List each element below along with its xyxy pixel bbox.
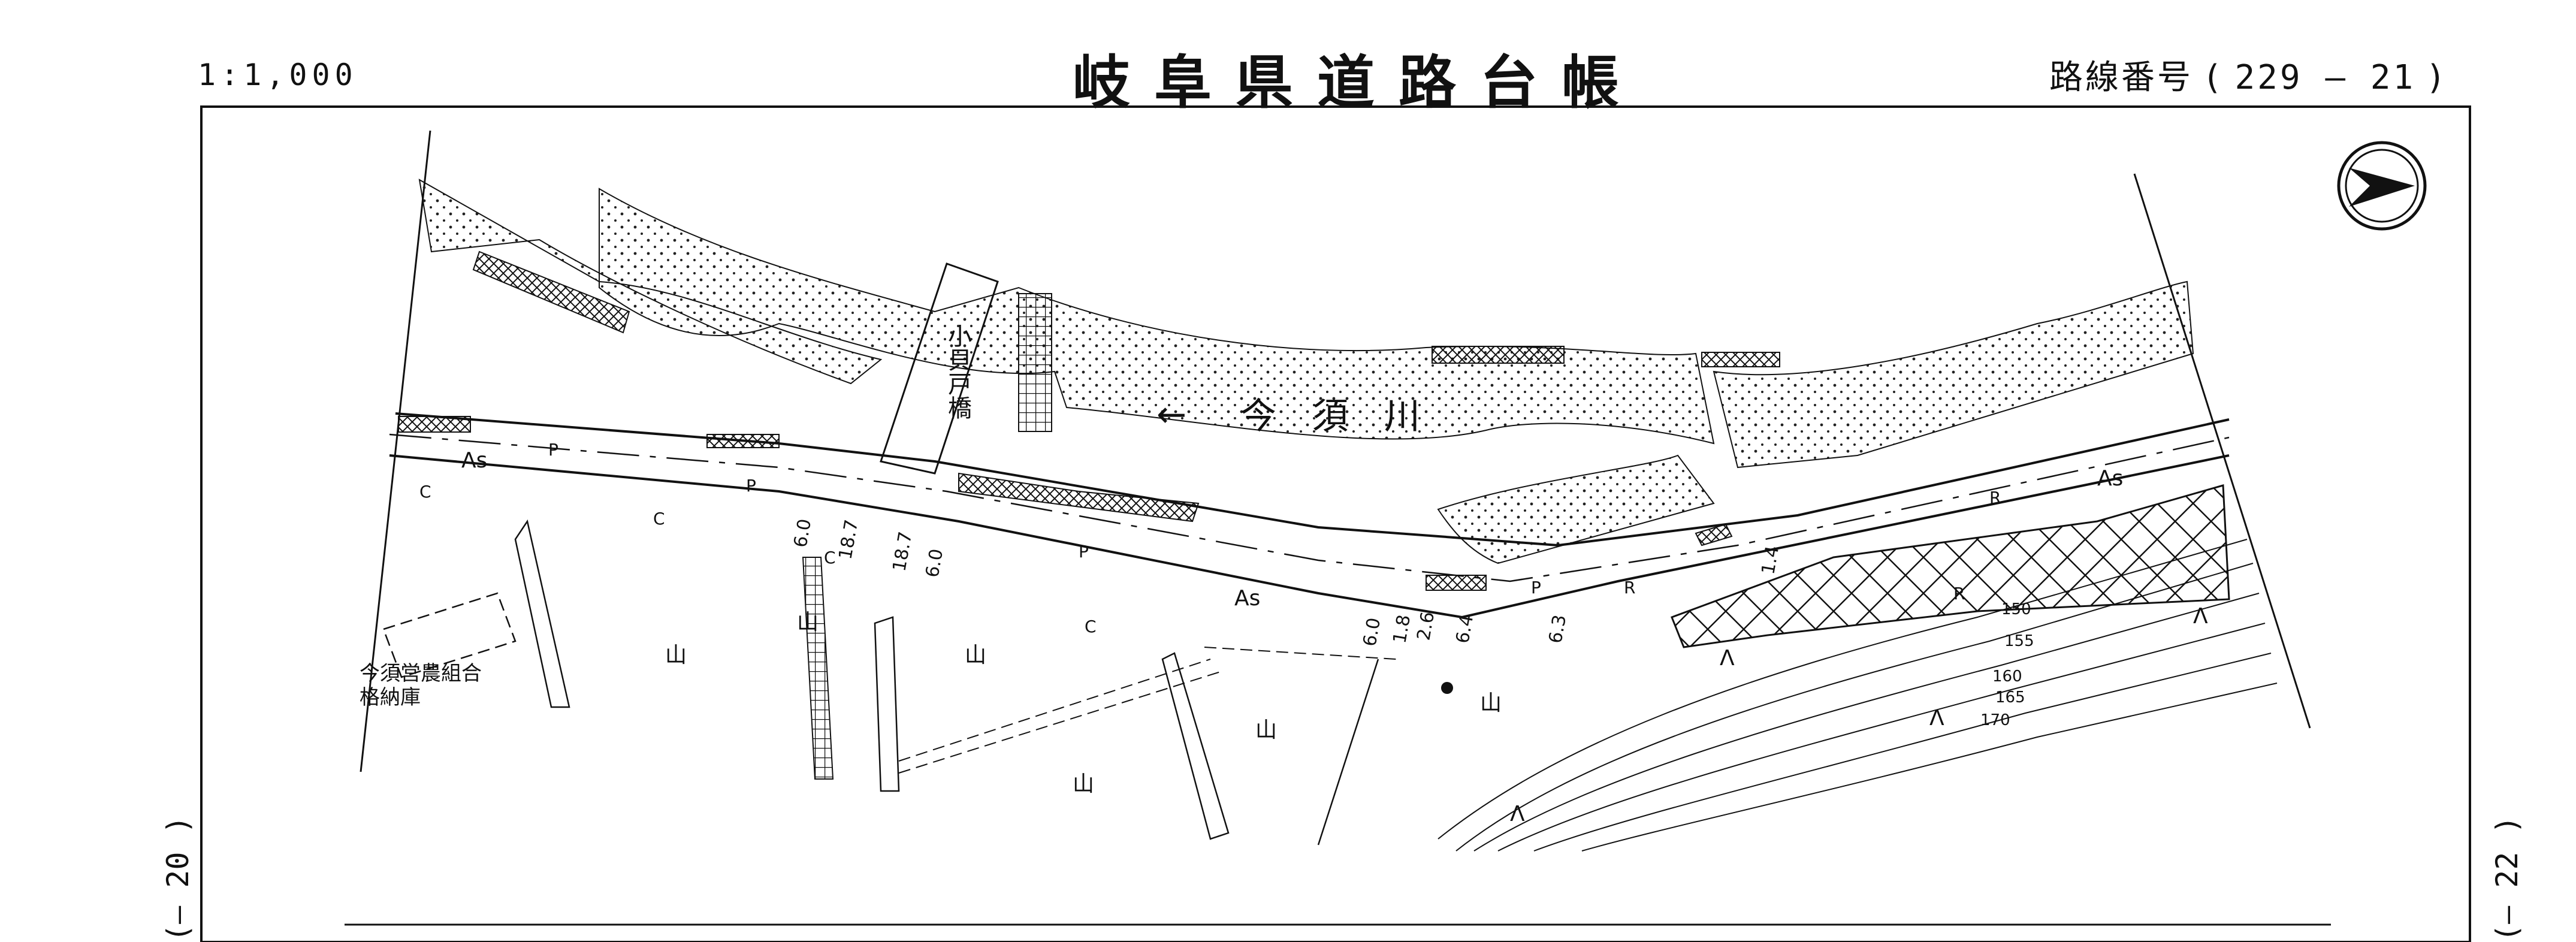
feature-code: P xyxy=(1079,542,1089,561)
dashed-boundary xyxy=(898,659,1211,762)
marker-dot xyxy=(1441,682,1453,694)
dashed-boundary xyxy=(1204,647,1397,660)
contour-label: 160 xyxy=(1992,668,2022,686)
road-width-label: 18.7 xyxy=(889,530,916,573)
contour-line xyxy=(1473,593,2260,852)
river-bank-west-dots xyxy=(418,179,883,385)
route-number-close: ) xyxy=(2429,58,2444,97)
road-width-label: 6.3 xyxy=(1545,613,1571,645)
building-name-line2: 格納庫 xyxy=(360,686,421,709)
feature-code: C xyxy=(419,482,431,502)
surface-label: As xyxy=(461,448,487,473)
forest-symbol: Λ xyxy=(1720,646,1735,671)
surface-label: As xyxy=(2097,466,2123,491)
road-width-label: 18.7 xyxy=(835,518,862,561)
contour-line xyxy=(1497,623,2266,852)
river-bank-north-dots xyxy=(599,188,1715,445)
river-bank-lower-dots xyxy=(1437,454,1715,564)
map-scale: 1:1,000 xyxy=(198,58,358,92)
map-frame xyxy=(200,105,2471,942)
feature-code: C xyxy=(1085,617,1097,636)
wall-line xyxy=(514,519,570,708)
map-edge-left xyxy=(360,130,431,772)
land-use-symbol: 山 xyxy=(1073,772,1094,796)
route-number: 路線番号 ( 229 — 21 ) xyxy=(2049,50,2444,99)
feature-code: R xyxy=(1624,578,1635,597)
slope-crosshatch xyxy=(1671,484,2230,648)
road-centerline xyxy=(389,433,2230,582)
bridge-deck xyxy=(880,262,999,475)
contour-line xyxy=(1438,539,2248,840)
road-width-label: 1.8 xyxy=(1389,613,1415,645)
forest-symbol: Λ xyxy=(1510,802,1525,826)
surface-label: As xyxy=(1234,586,1260,611)
feature-code: P xyxy=(746,476,756,496)
crosshatch-block xyxy=(398,416,471,433)
contour-label: 150 xyxy=(2001,600,2031,618)
road-width-label: 2.6 xyxy=(1413,610,1439,642)
river-flow-arrow-icon: ← xyxy=(1156,394,1186,436)
contour-label: 165 xyxy=(1995,689,2025,707)
land-use-symbol: 山 xyxy=(1480,691,1502,715)
feature-code: R xyxy=(1953,584,1965,603)
contour-line xyxy=(1533,653,2272,852)
crosshatch-block xyxy=(1426,575,1487,591)
road-width-label: 6.4 xyxy=(1452,613,1478,645)
land-use-symbol: 山 xyxy=(965,643,986,668)
river-bank-south-dots xyxy=(1713,280,2194,469)
river-name: 今須川 xyxy=(1240,395,1456,437)
building-outline xyxy=(382,592,517,678)
crosshatch-block xyxy=(1695,523,1733,547)
forest-symbol: Λ xyxy=(1929,706,1944,730)
contour-line xyxy=(1455,563,2254,852)
wall-line xyxy=(874,616,900,792)
crosshatch-block xyxy=(1432,346,1565,364)
crosshatch-block xyxy=(958,472,1200,523)
feature-code: P xyxy=(548,440,558,460)
land-use-symbol: 山 xyxy=(1255,718,1277,742)
page-title: 岐阜県道路台帳 xyxy=(1073,49,1643,116)
road-width-label: 6.0 xyxy=(1359,616,1385,648)
crosshatch-block xyxy=(472,250,630,334)
contour-label: 170 xyxy=(1980,711,2010,729)
bridge-name: 小貝戸橋 xyxy=(944,324,971,419)
road-width-label: 6.0 xyxy=(790,517,816,549)
contour-label: 155 xyxy=(2004,632,2034,650)
north-arrow-icon xyxy=(2337,141,2427,231)
crosshatch-block xyxy=(706,434,780,448)
forest-symbol: Λ xyxy=(2193,604,2208,629)
feature-code: C xyxy=(824,548,836,567)
grid-block xyxy=(802,557,834,780)
road-edge-south xyxy=(389,454,2230,619)
crosshatch-block xyxy=(1701,352,1780,367)
building-name-line1: 今須営農組合 xyxy=(360,662,482,686)
route-number-open: ( xyxy=(2206,58,2235,97)
feature-code: C xyxy=(653,509,665,529)
wall-line xyxy=(1161,652,1230,840)
map-edge-right xyxy=(2133,173,2311,729)
dashed-boundary xyxy=(898,671,1223,774)
road-width-label: 6.0 xyxy=(922,547,947,579)
grid-block xyxy=(1018,293,1052,432)
route-label: 路線番号 xyxy=(2049,58,2193,97)
route-number-value: 229 — 21 xyxy=(2234,58,2416,97)
land-use-symbol: 山 xyxy=(797,610,819,635)
road-width-label: 1.4 xyxy=(1757,544,1783,576)
contour-line xyxy=(1581,683,2278,852)
land-use-symbol: 山 xyxy=(665,643,687,668)
wall-line xyxy=(1317,659,1379,846)
feature-code: P xyxy=(1531,578,1541,597)
feature-code: R xyxy=(1989,488,2001,508)
